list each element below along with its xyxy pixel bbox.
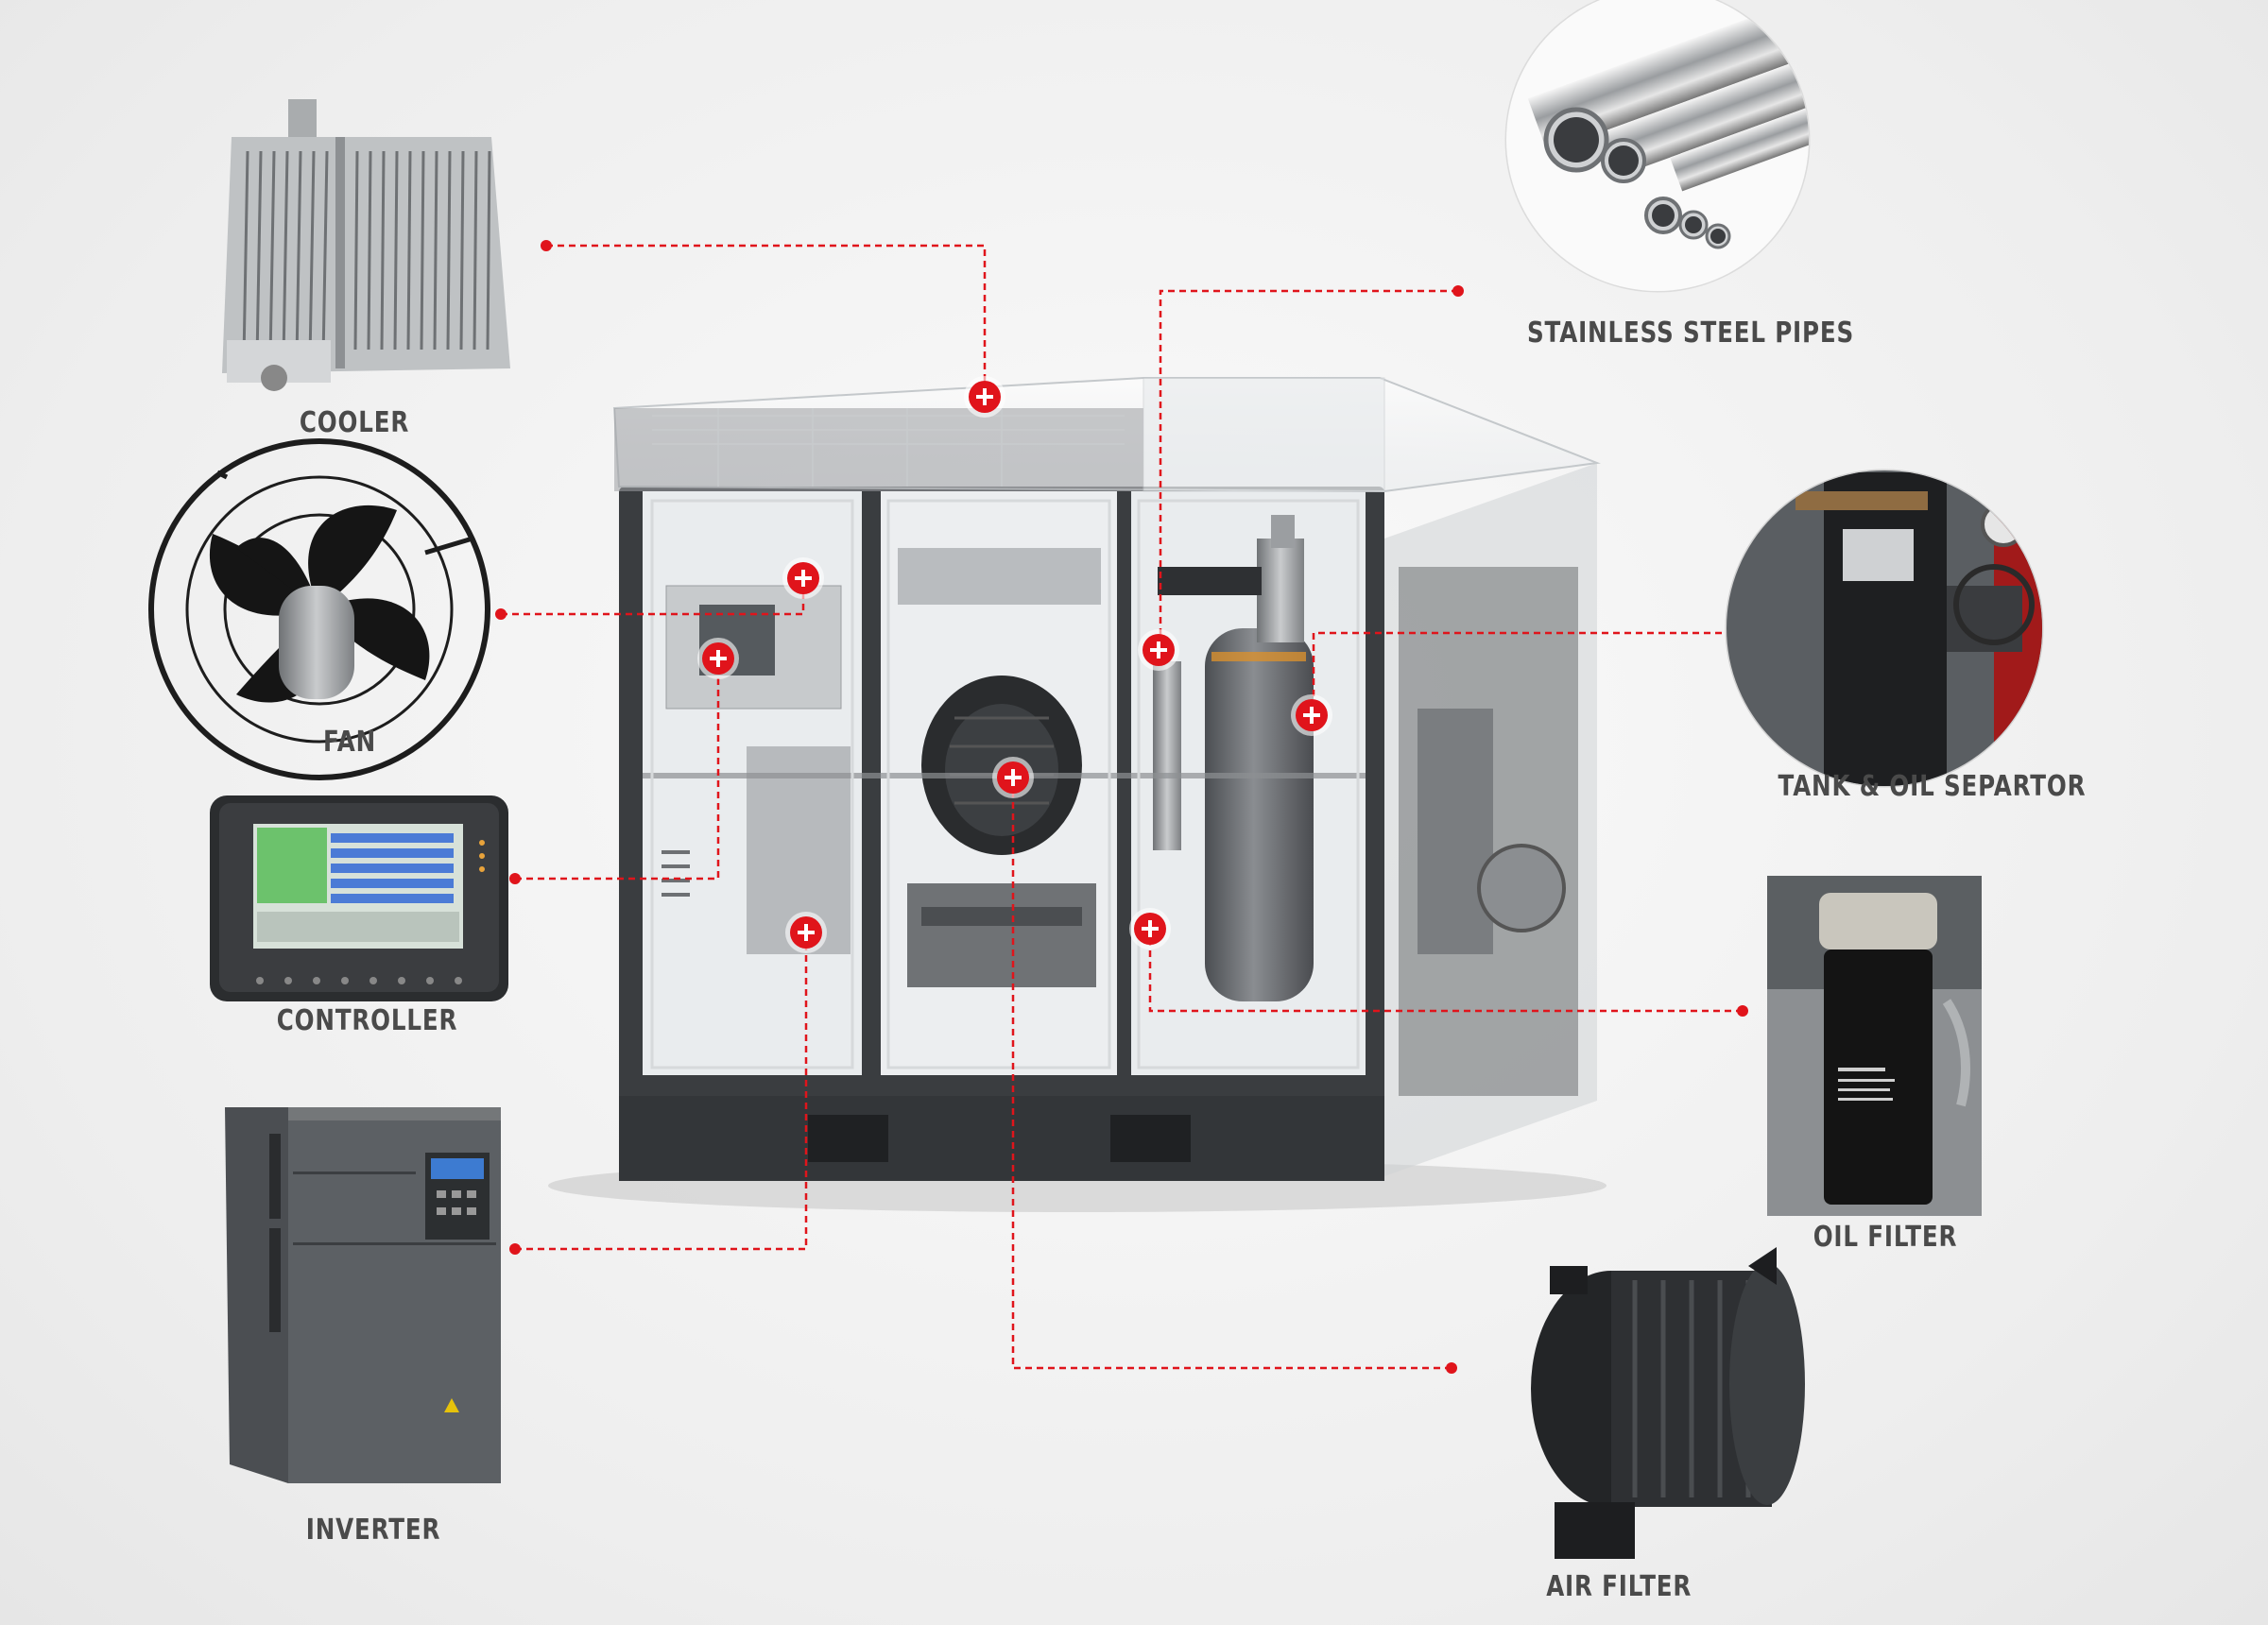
label-tank: TANK & OIL SEPARTOR: [1778, 770, 2087, 803]
plus-icon: [964, 376, 1005, 418]
leader-tank: [1312, 631, 1756, 715]
air-filter-image: [1531, 1247, 1805, 1559]
hotspot-markers[interactable]: [697, 376, 1332, 953]
plus-icon: [785, 912, 827, 953]
controller-image: [210, 795, 508, 1001]
leader-air-filter: [1011, 777, 1452, 1370]
leader-lines: [501, 244, 1756, 1370]
tank-image: [1725, 469, 2044, 788]
leader-oil-filter: [1148, 926, 1743, 1013]
inverter-image: [225, 1107, 501, 1483]
plus-icon: [1129, 908, 1171, 949]
label-inverter: INVERTER: [305, 1514, 441, 1547]
pipes-image: [1504, 0, 1811, 293]
label-controller: CONTROLLER: [276, 1004, 458, 1037]
plus-icon: [992, 757, 1034, 798]
leader-pipes: [1159, 289, 1458, 648]
label-fan: FAN: [322, 726, 377, 759]
plus-icon: [1138, 629, 1179, 671]
leader-cooler: [546, 244, 987, 395]
compressor-machine: [548, 377, 1606, 1212]
label-oil-filter: OIL FILTER: [1813, 1221, 1958, 1254]
label-pipes: STAINLESS STEEL PIPES: [1527, 316, 1855, 350]
leader-inverter: [515, 932, 808, 1251]
fan-image: [148, 438, 490, 780]
oil-filter-image: [1767, 876, 1982, 1216]
plus-icon: [1291, 694, 1332, 736]
cooler-image: [222, 99, 510, 391]
label-cooler: COOLER: [299, 406, 410, 439]
plus-icon: [782, 557, 824, 599]
plus-icon: [697, 638, 739, 679]
label-air-filter: AIR FILTER: [1546, 1570, 1692, 1603]
